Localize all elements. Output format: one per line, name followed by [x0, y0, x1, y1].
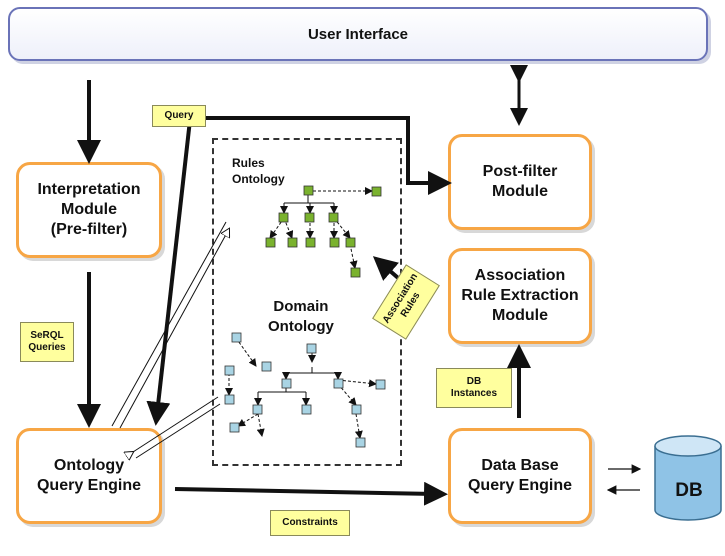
link-oqe-rules-b — [119, 229, 229, 429]
query-note: Query — [152, 105, 206, 127]
interpretation-module-label: Interpretation Module (Pre-filter) — [37, 181, 141, 238]
link-oqe-domain-b — [135, 403, 221, 459]
serql-queries-label: SeRQL Queries — [28, 330, 66, 353]
arrow-query-to-ontology-query — [146, 119, 192, 426]
database-query-engine-label: Data Base Query Engine — [467, 457, 573, 494]
post-filter-module[interactable]: Post-filter Module — [448, 134, 592, 230]
ontology-query-engine-label: Ontology Query Engine — [36, 457, 142, 494]
database-query-engine[interactable]: Data Base Query Engine — [448, 428, 592, 524]
arrow-ontology-to-dbqe — [174, 481, 448, 506]
rules-ontology-nodes — [265, 185, 382, 278]
database-cylinder — [654, 435, 722, 521]
domain-ontology-nodes — [224, 332, 386, 448]
domain-ontology-label: Domain Ontology — [268, 298, 334, 335]
ontology-query-engine[interactable]: Ontology Query Engine — [16, 428, 162, 524]
serql-queries-note: SeRQL Queries — [20, 322, 74, 362]
constraints-label: Constraints — [282, 517, 338, 528]
association-module-label: Association Rule Extraction Module — [461, 267, 579, 324]
association-rule-extraction-module[interactable]: Association Rule Extraction Module — [448, 248, 592, 344]
query-note-label: Query — [164, 110, 194, 121]
domain-ontology-tree — [225, 337, 377, 439]
user-interface-label: User Interface — [307, 25, 409, 43]
arrow-query-to-post-filter — [205, 116, 452, 195]
database-label: DB — [675, 480, 703, 501]
rules-ontology-label: Rules Ontology — [232, 156, 285, 186]
constraints-note: Constraints — [270, 510, 350, 536]
db-instances-label: DB Instances — [450, 376, 498, 399]
db-instances-note: DB Instances — [436, 368, 512, 408]
link-oqe-rules-a — [111, 221, 227, 427]
user-interface-box[interactable]: User Interface — [8, 7, 708, 61]
link-oqe-domain-a — [133, 396, 219, 452]
post-filter-module-label: Post-filter Module — [482, 163, 558, 200]
rules-ontology-tree — [269, 187, 373, 269]
